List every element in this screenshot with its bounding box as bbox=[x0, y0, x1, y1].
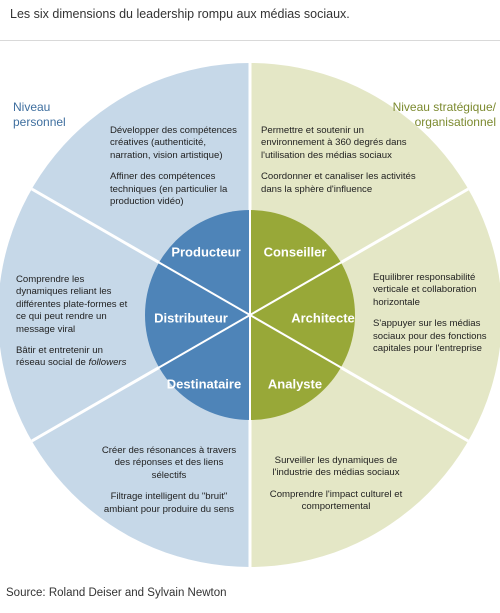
level-label-strategic: Niveau stratégique/ organisationnel bbox=[392, 100, 496, 129]
source-credit: Source: Roland Deiser and Sylvain Newton bbox=[6, 587, 227, 599]
text-conseiller: Permettre et soutenir un environnement à… bbox=[261, 125, 416, 195]
role-conseiller: Conseiller bbox=[263, 244, 327, 260]
text-architecte: Equilibrer responsabilité verticale et c… bbox=[373, 272, 487, 355]
role-destinataire: Destinataire bbox=[166, 376, 242, 392]
role-producteur: Producteur bbox=[171, 244, 241, 260]
role-distributeur: Distributeur bbox=[154, 310, 228, 326]
level-label-personal: Niveau personnel bbox=[13, 100, 66, 129]
outer-right-half bbox=[250, 63, 500, 567]
role-analyste: Analyste bbox=[267, 376, 323, 392]
page-title: Les six dimensions du leadership rompu a… bbox=[10, 7, 350, 21]
title-divider bbox=[0, 40, 500, 41]
text-analyste: Surveiller les dynamiques de l'industrie… bbox=[269, 455, 403, 513]
text-producteur: Développer des compétences créatives (au… bbox=[110, 125, 237, 208]
inner-divider-diagonal-2 bbox=[158, 261, 342, 369]
inner-right-half bbox=[250, 210, 355, 420]
text-destinataire: Créer des résonances à travers des répon… bbox=[101, 445, 237, 515]
text-distributeur: Comprendre les dynamiques reliant les di… bbox=[16, 274, 128, 369]
role-architecte: Architecte bbox=[291, 310, 355, 326]
inner-left-half bbox=[145, 210, 250, 420]
outer-left-half bbox=[0, 63, 250, 567]
